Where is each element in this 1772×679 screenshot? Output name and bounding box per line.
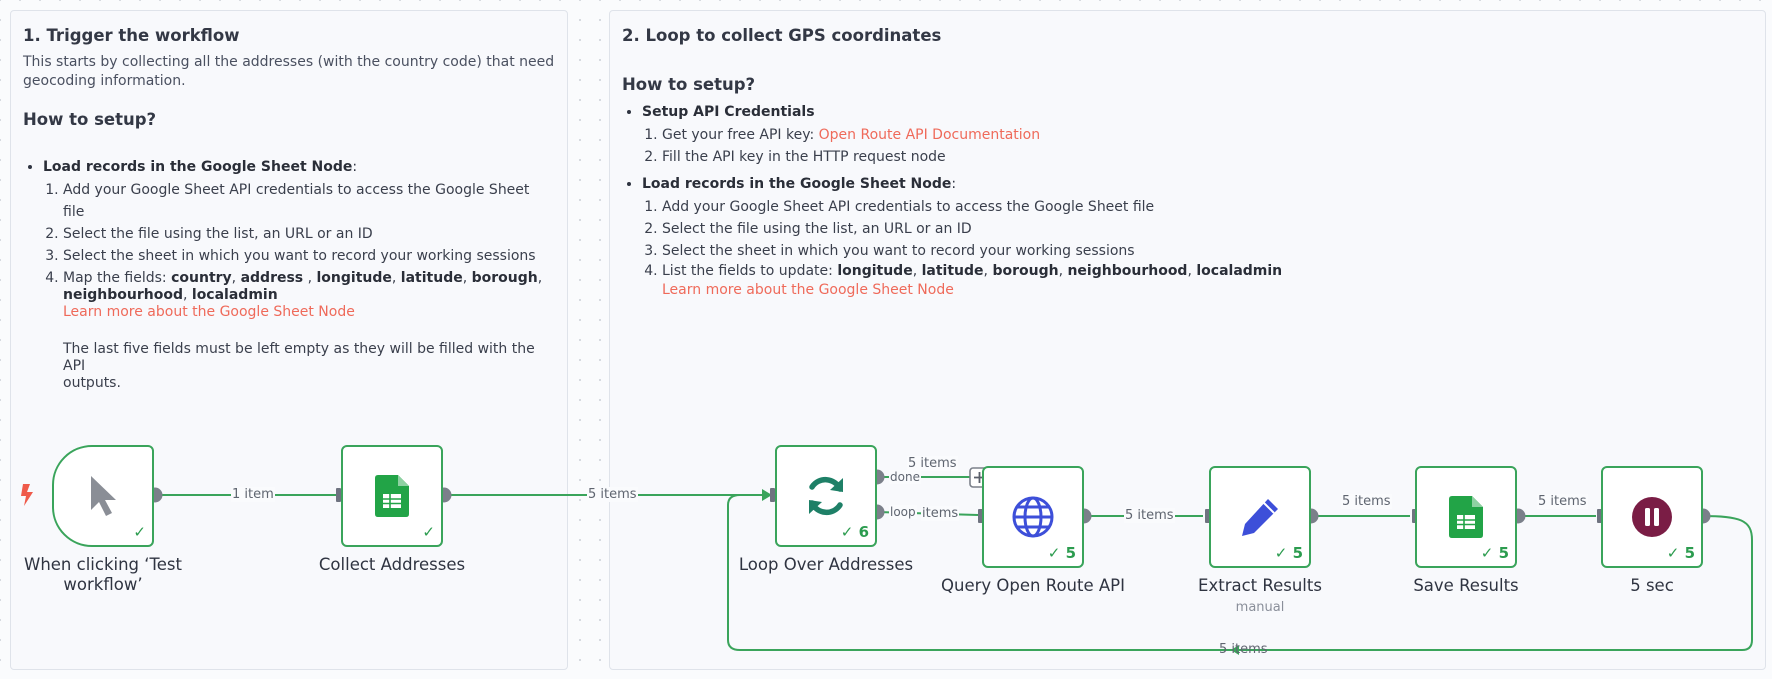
edge-label-query-extract: 5 items <box>1124 508 1175 523</box>
node-collect-addresses[interactable]: ✓ <box>341 445 443 547</box>
pause-icon <box>1632 497 1672 537</box>
success-check-icon: ✓ <box>422 523 435 541</box>
node-extract-results[interactable]: ✓ 5 <box>1209 466 1311 568</box>
edge-label-collect-loop: 5 items <box>587 487 638 502</box>
note-subheading: How to setup? <box>622 75 756 94</box>
step-item: Map the fields: country, address , longi… <box>63 267 555 392</box>
globe-icon <box>1012 496 1054 538</box>
google-sheets-icon <box>375 475 409 517</box>
edge-wait-loop[interactable] <box>727 494 1753 651</box>
trigger-bolt-icon <box>21 484 33 506</box>
run-count-badge: ✓ 5 <box>1047 544 1076 562</box>
node-label-query: Query Open Route API <box>941 576 1125 595</box>
step-item: Add your Google Sheet API credentials to… <box>63 179 555 223</box>
node-label-collect: Collect Addresses <box>318 555 466 574</box>
node-label-wait: 5 sec <box>1630 576 1674 595</box>
setup-list: Load records in the Google Sheet Node: A… <box>23 157 555 392</box>
note-title: 2. Loop to collect GPS coordinates <box>622 26 942 45</box>
api-docs-link[interactable]: Open Route API Documentation <box>818 127 1041 143</box>
edge-label-loop-items: items <box>921 506 960 521</box>
pencil-icon <box>1242 499 1278 536</box>
edge-label-done-count: 5 items <box>907 456 958 471</box>
node-save-results[interactable]: ✓ 5 <box>1415 466 1517 568</box>
step-item: List the fields to update: longitude, la… <box>662 262 1753 300</box>
run-count-badge: ✓ 5 <box>1666 544 1695 562</box>
node-loop-over-addresses[interactable]: ✓ 6 <box>775 445 877 547</box>
node-label-extract: Extract Results <box>1198 576 1322 595</box>
note-intro: This starts by collecting all the addres… <box>23 54 555 89</box>
setup-list: Setup API Credentials Get your free API … <box>622 102 1753 300</box>
edge-label-trigger-collect: 1 item <box>231 487 275 502</box>
edge-label-wait-loop: 5 items <box>1219 642 1268 657</box>
sticky-note-trigger[interactable]: 1. Trigger the workflow This starts by c… <box>10 10 568 670</box>
node-label-loop: Loop Over Addresses <box>738 555 914 574</box>
run-count-badge: ✓ 6 <box>840 523 869 541</box>
step-item: Fill the API key in the HTTP request nod… <box>662 146 1753 168</box>
node-label-save: Save Results <box>1413 576 1519 595</box>
note-subheading: How to setup? <box>23 110 157 129</box>
edge-label-done: done <box>889 470 921 484</box>
success-check-icon: ✓ <box>133 523 146 541</box>
step-item: Select the sheet in which you want to re… <box>63 245 555 267</box>
step-item: Select the sheet in which you want to re… <box>662 240 1753 262</box>
node-manual-trigger[interactable]: ✓ <box>52 445 154 547</box>
learn-more-link[interactable]: Learn more about the Google Sheet Node <box>662 282 954 298</box>
step-item: Select the file using the list, an URL o… <box>63 223 555 245</box>
node-sub-extract: manual <box>1235 600 1285 615</box>
step-item: Get your free API key: Open Route API Do… <box>662 124 1753 146</box>
google-sheets-icon <box>1449 496 1483 538</box>
note-title: 1. Trigger the workflow <box>23 26 240 45</box>
step-item: Add your Google Sheet API credentials to… <box>662 196 1753 218</box>
node-query-open-route-api[interactable]: ✓ 5 <box>982 466 1084 568</box>
node-wait-5-sec[interactable]: ✓ 5 <box>1601 466 1703 568</box>
sticky-note-loop[interactable]: 2. Loop to collect GPS coordinates How t… <box>609 10 1766 670</box>
edge-label-save-wait: 5 items <box>1537 494 1588 509</box>
loop-sync-icon <box>809 476 843 516</box>
edge-label-loop: loop <box>889 505 917 519</box>
run-count-badge: ✓ 5 <box>1480 544 1509 562</box>
learn-more-link[interactable]: Learn more about the Google Sheet Node <box>63 304 355 320</box>
run-count-badge: ✓ 5 <box>1274 544 1303 562</box>
edge-label-extract-save: 5 items <box>1341 494 1392 509</box>
step-item: Select the file using the list, an URL o… <box>662 218 1753 240</box>
mouse-pointer-icon <box>91 476 116 516</box>
